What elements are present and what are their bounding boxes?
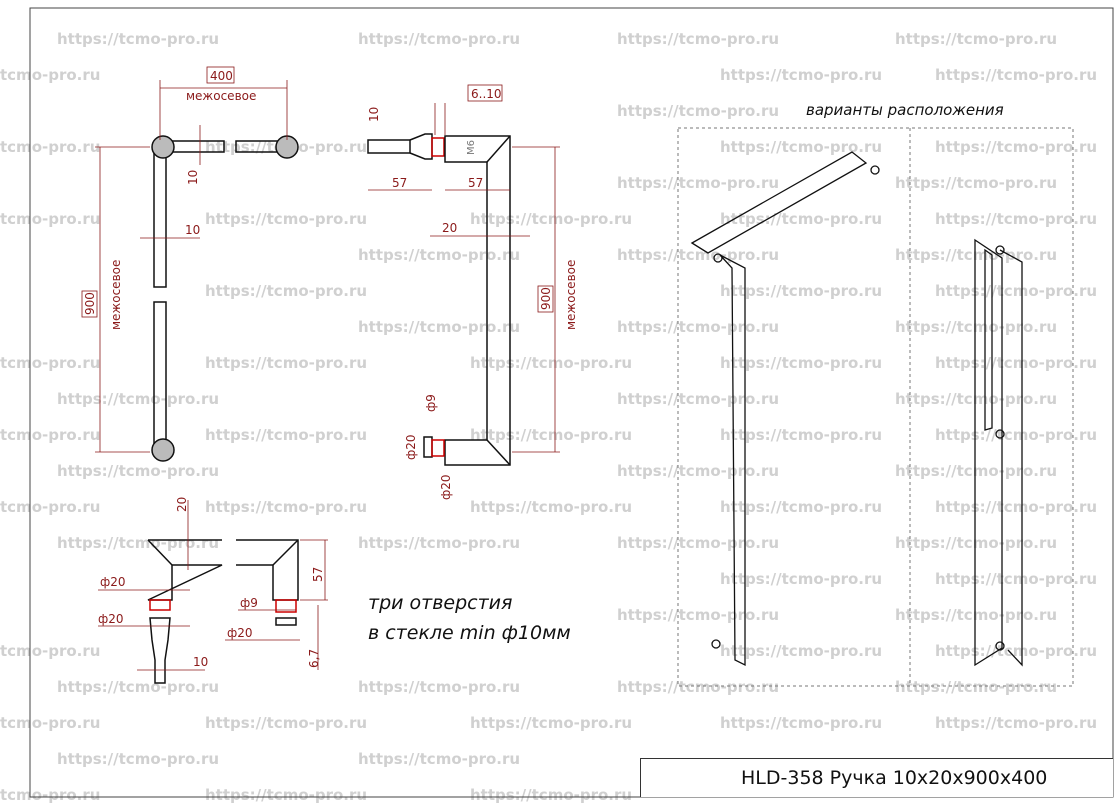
dim-bar-width: 10 [193,655,208,669]
note-line-2: в стекле min ф10мм [368,622,571,644]
dim-bar-width: 20 [442,221,457,235]
dim-900-side: 900 [539,287,553,310]
dim-offset: 6,7 [307,649,321,668]
dim-diam-top: ф20 [100,575,126,589]
dim-label-side: межосевое [109,260,123,330]
dim-glass: 6..10 [471,87,502,101]
variant-corner-handle [690,151,880,667]
side-view [367,103,560,466]
dim-label-side: межосевое [564,260,578,330]
title-block-text: HLD-358 Ручка 10x20x900x400 [741,767,1048,789]
drawing-frame [29,7,1114,798]
dim-washer: ф20 [404,434,418,460]
dim-label-top: межосевое [186,89,256,103]
variants-title: варианты расположения [806,101,1004,119]
dim-right-len: 57 [468,176,483,190]
variant-double-handle [974,238,1023,667]
dim-left-len: 57 [392,176,407,190]
dim-diam-bottom: ф20 [98,612,124,626]
dim-leg: 57 [311,567,325,582]
dim-washer: ф20 [227,626,253,640]
note-line-1: три отверстия [368,592,512,614]
front-view [95,80,299,462]
dim-hole: ф9 [240,596,258,610]
dim-stub-height: 10 [367,107,381,122]
dim-bar-width: 10 [185,223,200,237]
dim-bar-height: 20 [175,497,189,512]
variants-panel [677,127,1074,687]
title-block: HLD-358 Ручка 10x20x900x400 [640,758,1113,797]
dim-base: ф20 [439,474,453,500]
dim-400: 400 [210,69,233,83]
bottom-view [98,500,328,684]
dim-hole: ф9 [424,394,438,412]
front-view-dimensions: 400 межосевое 900 межосевое 10 10 [81,66,256,330]
dim-900: 900 [83,292,97,315]
dim-thread: M6 [466,140,477,155]
side-view-dimensions: 6..10 10 57 57 M6 20 900 межосевое ф9 ф2… [367,84,578,500]
dim-bar-height: 10 [186,170,200,185]
bottom-view-dimensions: 20 57 ф20 ф20 ф9 ф20 6,7 10 [98,497,325,669]
